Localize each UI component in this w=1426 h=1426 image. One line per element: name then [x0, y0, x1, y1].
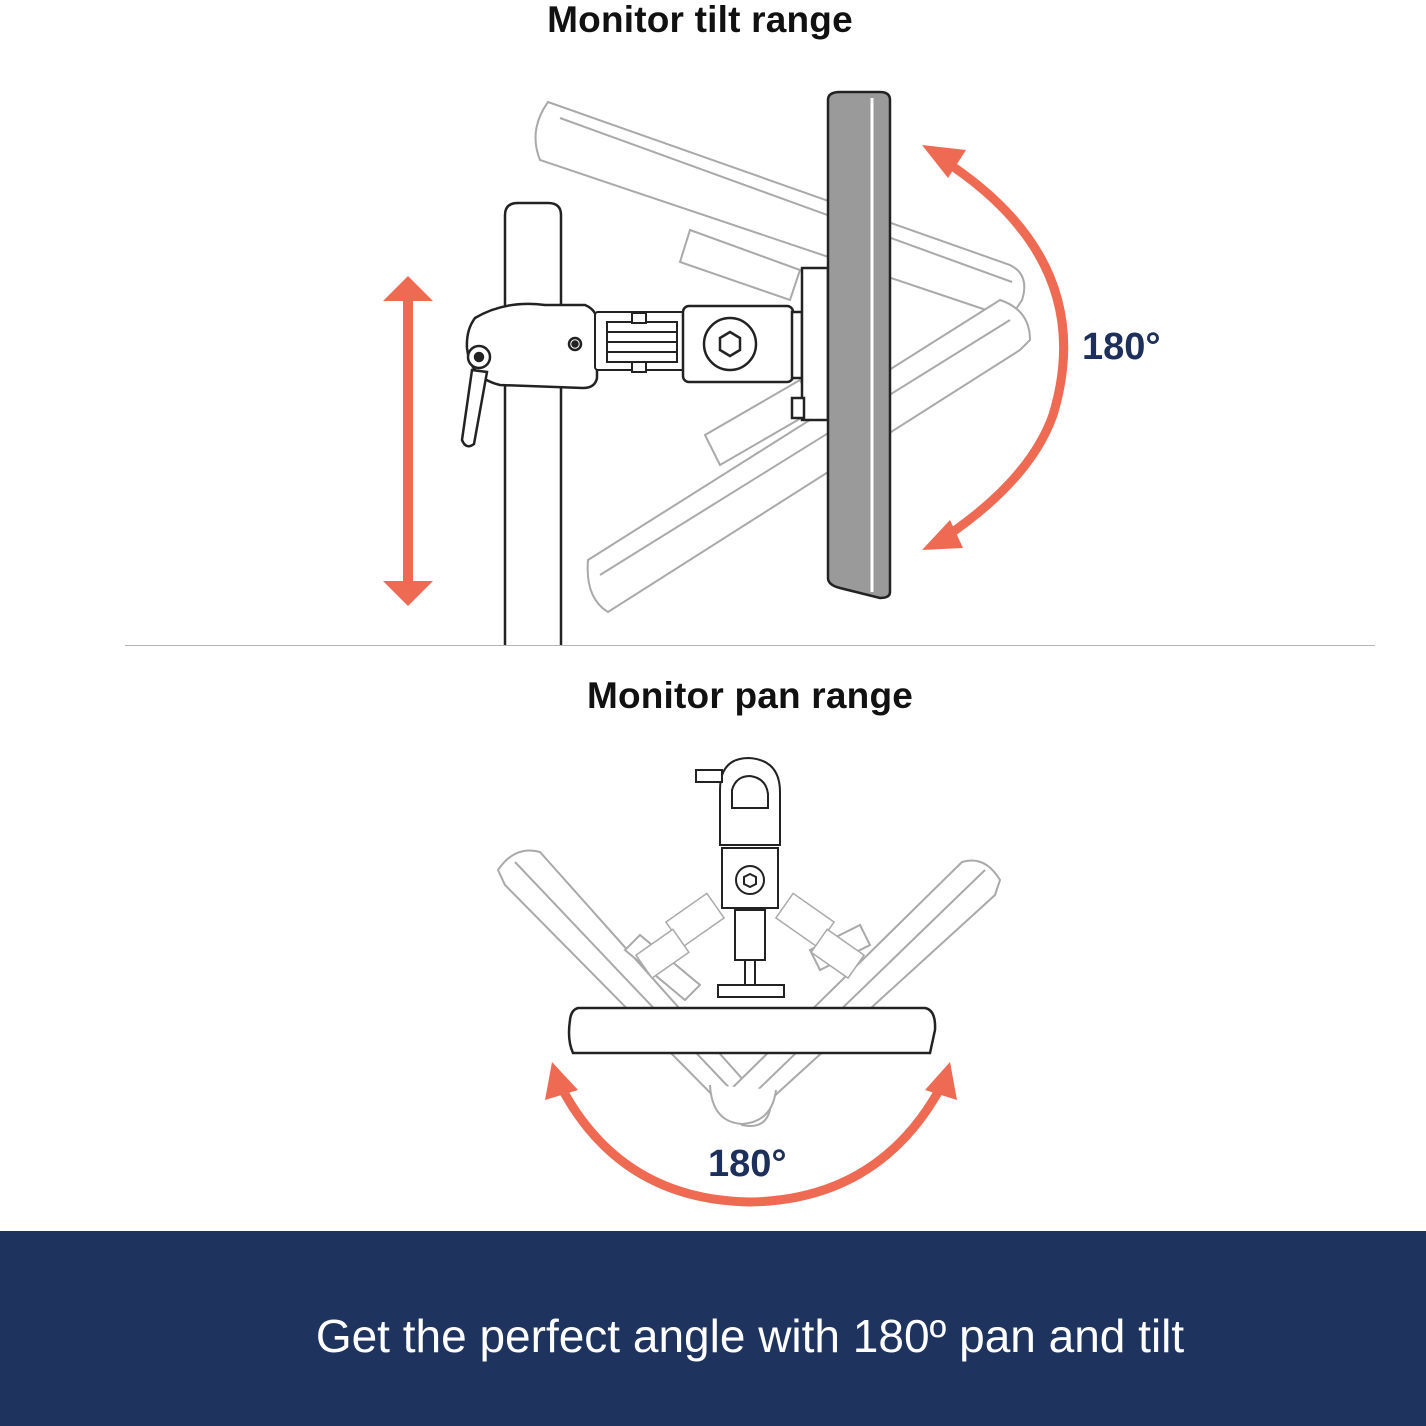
height-arrow	[383, 276, 433, 606]
section-divider	[125, 645, 1375, 646]
tilt-head	[681, 304, 804, 384]
pan-arc-arrow	[556, 1082, 946, 1207]
tilt-range-degrees: 180°	[1082, 326, 1161, 368]
pan-head-bracket	[695, 756, 785, 998]
monitor-side-profile	[826, 90, 892, 600]
tilt-arrow-heads	[922, 145, 966, 550]
pan-ghost-arms	[634, 892, 866, 980]
tilt-arm-joint	[594, 311, 686, 373]
pan-arrow-heads	[545, 1062, 957, 1100]
pan-bottom-ghost	[709, 1084, 777, 1126]
clamp-lever	[460, 344, 492, 448]
pan-range-degrees: 180°	[708, 1143, 787, 1185]
tilt-arc-arrow	[937, 154, 1069, 542]
monitor-top-view	[567, 1006, 937, 1055]
footer-caption: Get the perfect angle with 180º pan and …	[315, 1310, 1185, 1362]
footer-banner: Get the perfect angle with 180º pan and …	[0, 1231, 1426, 1426]
pole-clamp	[465, 302, 599, 390]
ghost-monitor-tilted-up	[534, 100, 1026, 320]
pole	[503, 201, 563, 645]
tilt-range-title: Monitor tilt range	[547, 0, 853, 40]
pan-range-title: Monitor pan range	[586, 675, 914, 716]
